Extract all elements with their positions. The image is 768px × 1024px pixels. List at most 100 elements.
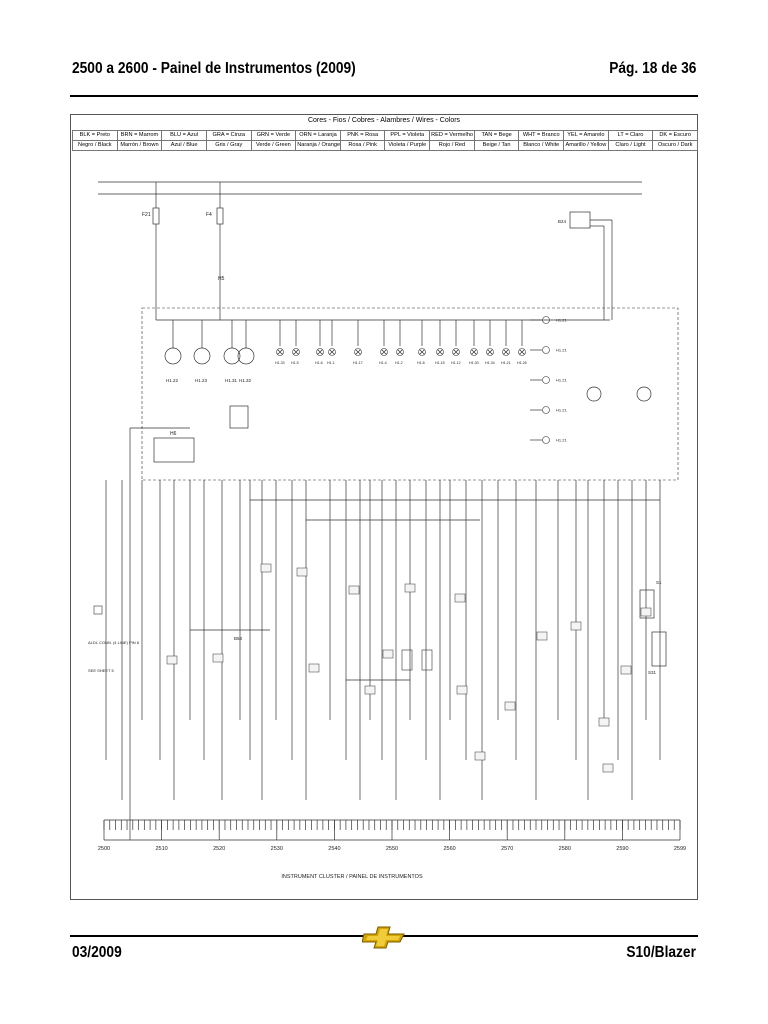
scale-tick-label: 2530 [271, 846, 283, 852]
lamp-cross [487, 349, 493, 355]
legend-cell: PPL = Violeta [384, 130, 431, 141]
lamp-symbol [354, 348, 362, 356]
lamp-symbol [542, 376, 550, 384]
lamp-symbol [418, 348, 426, 356]
connector-box [570, 621, 582, 631]
lamp-label: H1.2 [395, 361, 403, 365]
lamp-cross [519, 349, 525, 355]
connector-box [598, 717, 610, 727]
scale-tick-label: 2599 [674, 846, 686, 852]
lamp-cross [355, 349, 361, 355]
connector-box [348, 585, 360, 595]
lamp-symbol [436, 348, 444, 356]
diagram-caption: INSTRUMENT CLUSTER / PAINEL DE INSTRUMEN… [281, 874, 423, 880]
page-title: 2500 a 2600 - Painel de Instrumentos (20… [72, 60, 356, 77]
module-label: H6 [170, 431, 177, 437]
control-module-box [229, 405, 249, 429]
fuse-symbol [152, 207, 160, 225]
chime-symbol [636, 386, 652, 402]
module-label: H5 [218, 276, 225, 282]
connector-box [308, 663, 320, 673]
lamp-cross [471, 349, 477, 355]
legend-cell: Rojo / Red [429, 140, 475, 151]
lamp-label: H1.5 [291, 361, 299, 365]
aldl-label: ALDL CONN. (4 LINE) PIN 8 [88, 640, 140, 645]
lamp-symbol [518, 348, 526, 356]
gauge-symbol [164, 347, 182, 365]
legend-cell: BLU = Azul [161, 130, 207, 141]
legend-cell: Oscuro / Dark [652, 140, 698, 151]
lamp-cross [453, 349, 459, 355]
gauge-label: H1.23 [195, 378, 208, 383]
legend-cell: ORN = Laranja [295, 130, 341, 141]
lamp-label: H1.21 [556, 348, 567, 353]
legend-cell: Rosa / Pink [339, 140, 386, 151]
relay-box [421, 649, 433, 671]
chevrolet-bowtie-logo [362, 926, 405, 949]
lamp-label: H1.33 [275, 361, 285, 365]
legend-cell: Amarillo / Yellow [563, 140, 609, 151]
connector-box [166, 655, 178, 665]
legend-cell: BRN = Marrom [116, 130, 163, 141]
connector-box [260, 563, 272, 573]
lamp-label: H1.30 [469, 361, 479, 365]
scale-tick-label: 2580 [559, 846, 571, 852]
scale-tick-label: 2560 [443, 846, 455, 852]
lamp-symbol [292, 348, 300, 356]
header-rule [70, 95, 698, 97]
gauge-label: H1.22 [166, 378, 179, 383]
connector-box [382, 649, 394, 659]
scale-tick-label: 2570 [501, 846, 513, 852]
lamp-label: H1.26 [517, 361, 527, 365]
footer-model: S10/Blazer [626, 944, 696, 961]
lamp-label: H1.4 [379, 361, 387, 365]
module-label: B24 [558, 219, 567, 224]
connector-box [620, 665, 632, 675]
connector-box [536, 631, 548, 641]
legend-cell: LT = Claro [607, 130, 654, 141]
module-b24-box [569, 211, 591, 229]
legend-cell: Azul / Blue [161, 140, 207, 151]
gauge-symbol [237, 347, 255, 365]
gauge-symbol [193, 347, 211, 365]
legend-cell: TAN = Bege [473, 130, 520, 141]
lamp-cross [293, 349, 299, 355]
lamp-cross [329, 349, 335, 355]
legend-cell: Claro / Light [607, 140, 654, 151]
scale-tick-label: 2590 [616, 846, 628, 852]
lamp-cross [419, 349, 425, 355]
lamp-cross [317, 349, 323, 355]
lamp-label: H1.21 [556, 378, 567, 383]
connector-box [404, 583, 416, 593]
lamp-symbol [328, 348, 336, 356]
connector-box [504, 701, 516, 711]
lamp-label: H1.21 [556, 318, 567, 323]
switch-s31 [651, 631, 667, 667]
lamp-symbol [542, 346, 550, 354]
connector-box [454, 593, 466, 603]
lamp-cross [503, 349, 509, 355]
lamp-label: H1.34 [485, 361, 495, 365]
module-label: S1 [656, 580, 662, 585]
fuse-symbol [216, 207, 224, 225]
legend-title: Cores - Fios / Cobres - Alambres / Wires… [307, 117, 461, 124]
connector-box [640, 607, 652, 617]
lamp-symbol [396, 348, 404, 356]
lamp-symbol [470, 348, 478, 356]
module-label: S31 [648, 670, 657, 675]
lamp-label: H1.21 [556, 438, 567, 443]
fuse-label: F21 [142, 212, 151, 218]
relay-box [401, 649, 413, 671]
legend-cell: Blanco / White [518, 140, 565, 151]
connector-box [212, 653, 224, 663]
scale-tick-label: 2500 [98, 846, 110, 852]
lamp-symbol [502, 348, 510, 356]
lamp-label: H1.17 [353, 361, 363, 365]
connector-box [364, 685, 376, 695]
lamp-symbol [380, 348, 388, 356]
cluster-boundary [141, 307, 679, 481]
scale-tick-label: 2510 [155, 846, 167, 852]
